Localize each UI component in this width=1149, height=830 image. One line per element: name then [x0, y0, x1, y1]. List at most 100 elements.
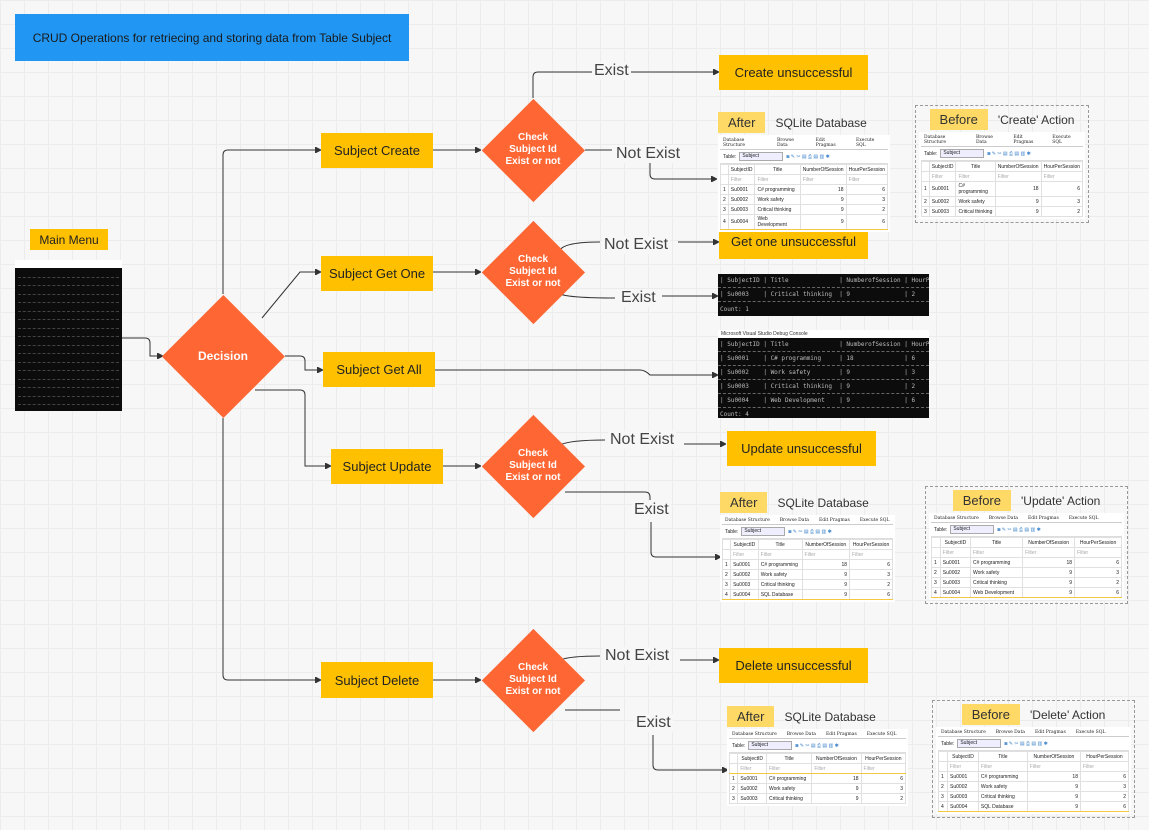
- table-select[interactable]: Subject: [748, 741, 793, 750]
- table-cell: Su0003: [947, 791, 979, 802]
- filter-input[interactable]: Filter: [994, 171, 1042, 182]
- column-header[interactable]: HourPerSession: [849, 539, 893, 550]
- db-tab[interactable]: Browse Data: [988, 516, 1018, 521]
- sqlite-browser: Database Structure Browse Data Edit Pragma…: [929, 513, 1124, 600]
- table-cell: Su0002: [928, 196, 957, 207]
- table-cell: 6: [849, 559, 893, 570]
- filter-input[interactable]: Filter: [955, 171, 996, 182]
- db-tab[interactable]: Browse Data: [786, 732, 816, 737]
- column-header[interactable]: SubjectID: [727, 164, 756, 175]
- column-header[interactable]: SubjectID: [939, 537, 972, 548]
- column-header[interactable]: Title: [977, 751, 1028, 762]
- db-tab[interactable]: Database Structure: [732, 732, 777, 737]
- filter-input[interactable]: Filter: [849, 549, 893, 560]
- db-tab[interactable]: Execute SQL: [866, 732, 897, 737]
- column-header[interactable]: HourPerSession: [860, 753, 907, 764]
- column-header[interactable]: HourPerSession: [845, 164, 889, 175]
- column-header[interactable]: Title: [970, 537, 1024, 548]
- column-header[interactable]: HourPerSession: [1079, 751, 1130, 762]
- db-tab[interactable]: Execute SQL: [1068, 516, 1099, 521]
- table-cell: Work safety: [977, 781, 1028, 792]
- db-tab[interactable]: Edit Pragmas: [818, 518, 850, 523]
- db-tab[interactable]: Execute SQL: [1075, 730, 1106, 735]
- filter-input[interactable]: Filter: [801, 549, 851, 560]
- db-tab[interactable]: Execute SQL: [855, 138, 875, 148]
- filter-input[interactable]: Filter: [1022, 547, 1076, 558]
- db-tab[interactable]: Edit Pragmas: [825, 732, 857, 737]
- db-tab[interactable]: Browse Data: [975, 135, 993, 145]
- exist-label: Exist: [634, 714, 673, 732]
- filter-input[interactable]: Filter: [845, 174, 889, 185]
- filter-input[interactable]: Filter: [860, 763, 907, 774]
- column-header[interactable]: Title: [765, 753, 813, 764]
- filter-input[interactable]: Filter: [947, 761, 979, 772]
- table-cell: 18: [799, 184, 847, 195]
- console-row: | Su0003 | Critical thinking | 9 | 2 |: [718, 380, 929, 394]
- column-header[interactable]: SubjectID: [947, 751, 979, 762]
- db-tab[interactable]: Database Structure: [934, 516, 979, 521]
- table-cell: Su0004: [727, 214, 756, 230]
- table-select[interactable]: Subject: [950, 525, 995, 534]
- column-header[interactable]: SubjectID: [737, 753, 767, 764]
- console-row: | Su0004 | Web Development | 9 | 6 |: [718, 394, 929, 408]
- db-tab[interactable]: Browse Data: [779, 518, 809, 523]
- column-header[interactable]: Title: [754, 164, 801, 175]
- filter-input[interactable]: Filter: [727, 174, 756, 185]
- filter-input[interactable]: Filter: [730, 549, 759, 560]
- column-header[interactable]: NumberOfSession: [994, 161, 1042, 172]
- check-get-one-diamond: Check Subject Id Exist or not: [481, 220, 585, 324]
- column-header[interactable]: NumberOfSession: [1026, 751, 1081, 762]
- filter-input[interactable]: Filter: [1079, 761, 1130, 772]
- column-header[interactable]: NumberOfSession: [799, 164, 847, 175]
- filter-input[interactable]: Filter: [939, 547, 972, 558]
- column-header[interactable]: Title: [757, 539, 803, 550]
- filter-input[interactable]: Filter: [928, 171, 957, 182]
- column-header[interactable]: NumberOfSession: [1022, 537, 1076, 548]
- table-cell: 9: [1026, 791, 1081, 802]
- db-tab[interactable]: Edit Pragmas: [1027, 516, 1059, 521]
- table-select[interactable]: Subject: [741, 527, 786, 536]
- db-tab[interactable]: Edit Pragmas: [1034, 730, 1066, 735]
- filter-input[interactable]: Filter: [765, 763, 813, 774]
- filter-input[interactable]: Filter: [757, 549, 803, 560]
- column-header[interactable]: SubjectID: [730, 539, 759, 550]
- column-header[interactable]: HourPerSession: [1074, 537, 1122, 548]
- check-update-diamond: Check Subject Id Exist or not: [481, 414, 585, 518]
- db-tab[interactable]: Database Structure: [941, 730, 986, 735]
- filter-input[interactable]: Filter: [970, 547, 1024, 558]
- filter-input[interactable]: Filter: [754, 174, 801, 185]
- toolbar-icons: ◙ ✎ ✂ ▤ ⎙ ▤ ▥ ✱: [987, 150, 1031, 157]
- db-tab[interactable]: Database Structure: [924, 135, 946, 145]
- filter-input[interactable]: Filter: [1074, 547, 1122, 558]
- db-tab[interactable]: Database Structure: [723, 138, 745, 148]
- db-tab[interactable]: Database Structure: [725, 518, 770, 523]
- column-header[interactable]: HourPerSession: [1040, 161, 1084, 172]
- db-tab[interactable]: Browse Data: [995, 730, 1025, 735]
- table-select[interactable]: Subject: [957, 739, 1002, 748]
- table-cell: Su0003: [939, 577, 972, 588]
- db-tab[interactable]: Browse Data: [776, 138, 794, 148]
- column-header[interactable]: SubjectID: [928, 161, 957, 172]
- db-tab[interactable]: Edit Pragmas: [815, 138, 836, 148]
- table-select[interactable]: Subject: [940, 149, 985, 158]
- filter-input[interactable]: Filter: [977, 761, 1028, 772]
- filter-input[interactable]: Filter: [1026, 761, 1081, 772]
- table-cell: Work safety: [765, 783, 813, 794]
- db-tab[interactable]: Execute SQL: [859, 518, 890, 523]
- filter-input[interactable]: Filter: [799, 174, 847, 185]
- column-header[interactable]: NumberOfSession: [801, 539, 851, 550]
- filter-input[interactable]: Filter: [811, 763, 862, 774]
- column-header[interactable]: NumberOfSession: [811, 753, 862, 764]
- db-tab[interactable]: Edit Pragmas: [1013, 135, 1034, 145]
- subject-get-one-box: Subject Get One: [321, 256, 433, 291]
- filter-input[interactable]: Filter: [1040, 171, 1084, 182]
- column-header[interactable]: Title: [955, 161, 996, 172]
- filter-input[interactable]: Filter: [737, 763, 767, 774]
- table-select[interactable]: Subject: [739, 152, 784, 161]
- db-tab[interactable]: Execute SQL: [1052, 135, 1071, 145]
